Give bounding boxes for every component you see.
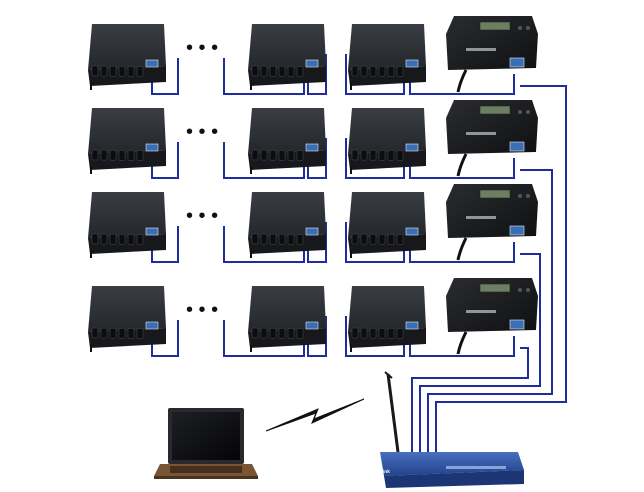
ellipsis-label: • • • [186,299,218,321]
uplink-cable [435,85,567,454]
slave-controller-icon [88,286,166,352]
master-controller-icon [446,16,538,93]
uplink-cable [427,169,553,454]
ethernet-port-icon [305,321,319,330]
wireless-link-icon [265,398,365,432]
slave-controller-icon [88,192,166,258]
uplink-cable [411,347,529,454]
ethernet-port-icon [145,143,159,152]
ethernet-port-icon [305,143,319,152]
slave-controller-icon [248,286,326,352]
master-controller-icon [446,100,538,177]
slave-controller-icon [348,192,426,258]
wireless-router-icon: D-Link [374,371,524,488]
ethernet-port-icon [145,227,159,236]
router-brand-label: D-Link [374,469,390,475]
slave-controller-icon [348,286,426,352]
slave-controller-icon [88,24,166,90]
slave-controller-icon [248,108,326,174]
ethernet-port-icon [405,59,419,68]
ethernet-port-icon [509,319,525,330]
ethernet-port-icon [509,57,525,68]
ethernet-port-icon [509,225,525,236]
slave-controller-icon [248,24,326,90]
ethernet-port-icon [145,321,159,330]
uplink-cable [419,253,541,454]
slave-controller-icon [348,108,426,174]
ethernet-port-icon [509,141,525,152]
ellipsis-label: • • • [186,121,218,143]
ethernet-port-icon [405,143,419,152]
ethernet-port-icon [305,59,319,68]
master-controller-icon [446,278,538,355]
slave-controller-icon [248,192,326,258]
ellipsis-label: • • • [186,205,218,227]
laptop-icon [154,408,258,479]
ethernet-port-icon [305,227,319,236]
slave-controller-icon [348,24,426,90]
master-controller-icon [446,184,538,261]
ethernet-port-icon [405,321,419,330]
slave-controller-icon [88,108,166,174]
ethernet-port-icon [145,59,159,68]
ethernet-port-icon [405,227,419,236]
ellipsis-label: • • • [186,37,218,59]
device-layer: • • • • • • • • • • • • [88,16,538,355]
